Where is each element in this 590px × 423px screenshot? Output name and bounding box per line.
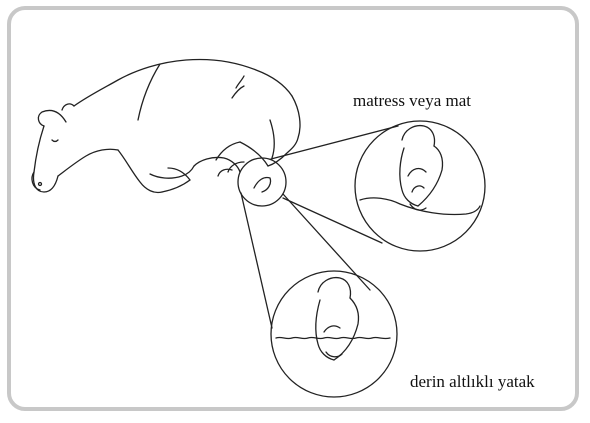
label-mattress: matress veya mat <box>353 91 471 111</box>
knee-on-mattress-icon <box>360 126 480 215</box>
connector-line-bottom-1 <box>241 193 272 328</box>
connector-line-top-2 <box>283 198 382 243</box>
zoom-source-circle <box>238 158 286 206</box>
knee-on-deep-bedding-icon <box>276 278 390 360</box>
detail-circle-deep-bedding <box>271 271 397 397</box>
cow-body-icon <box>32 59 300 192</box>
connector-line-top-1 <box>271 126 398 159</box>
knee-small-icon <box>254 177 271 192</box>
label-deep-bedding: derin altlıklı yatak <box>410 372 535 392</box>
